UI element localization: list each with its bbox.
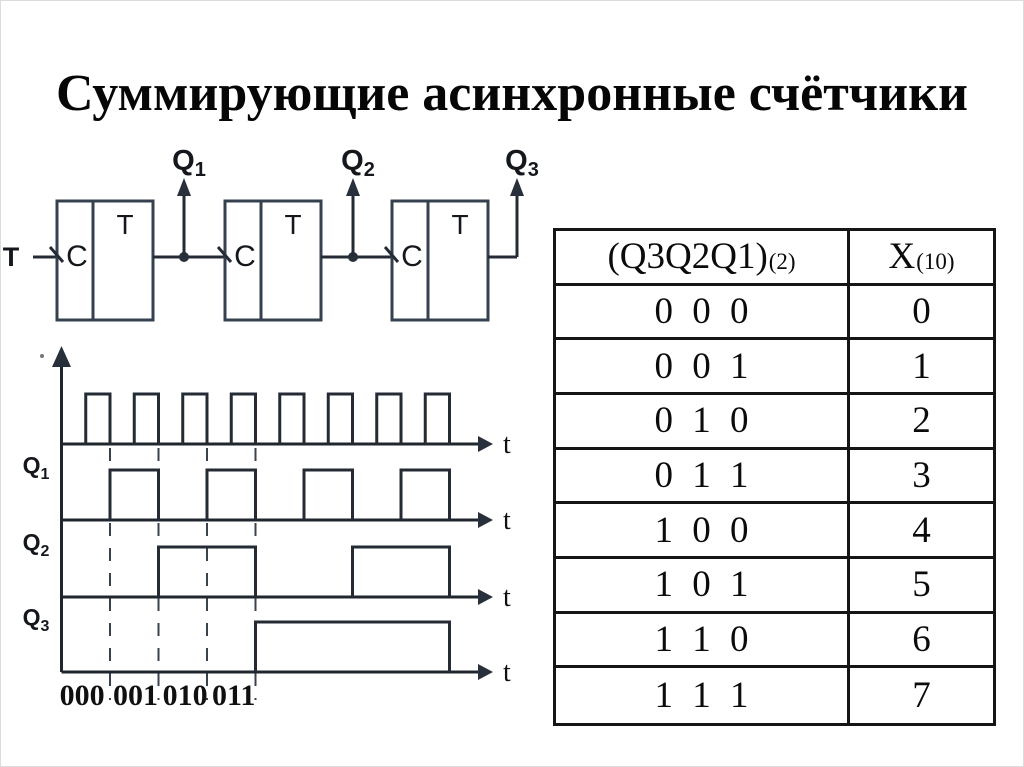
count-label: 001 [113,679,158,712]
arrow-up-icon [177,178,191,196]
arrow-up-icon [510,178,524,196]
table-cell-decimal: 4 [850,504,993,559]
clock-input-label: T [3,242,20,272]
count-label: 011 [212,679,255,712]
svg-text:Q3: Q3 [505,145,539,181]
waveform-clock: t [61,392,511,460]
waveform-q3: t Q3 [23,604,511,688]
waveform-q2: t Q2 [23,529,511,613]
arrow-right-icon [478,436,493,452]
pulse [351,545,451,597]
time-axis-label: t [503,657,511,688]
pulse [278,392,306,444]
arrow-right-icon [478,512,493,528]
table-cell-decimal: 2 [850,395,993,450]
pulse [84,392,112,444]
edge-slash [383,246,400,263]
arrow-up-icon [52,346,71,367]
pulse [302,468,354,520]
flipflop-body [223,199,323,322]
guide-lines [109,448,257,700]
table-cell-binary: 1 1 1 [556,668,850,723]
flipflop-body [55,199,155,322]
arrow-right-icon [478,664,493,680]
pulse [423,392,451,444]
table-cell-binary: 0 0 1 [556,340,850,395]
flipflop-body [390,199,490,322]
flipflop-1: CT Q1 [48,145,225,322]
table-cell-binary: 1 1 0 [556,613,850,669]
svg-text:Q3: Q3 [23,604,50,635]
page-title: Суммирующие асинхронные счётчики [55,65,968,122]
table-cell-decimal: 1 [850,340,993,395]
table-cell-binary: 1 0 1 [556,559,850,614]
pulse [326,392,354,444]
clock-pin-label: C [66,240,88,273]
table-cell-binary: 1 0 0 [556,504,850,559]
time-axis-label: t [503,582,511,613]
speck-dot [40,354,44,358]
pulse [375,392,403,444]
time-axis-label: t [503,429,511,460]
table-cell-binary: 0 1 1 [556,449,850,505]
table-header-decimal: X(10) [850,231,993,286]
pulse [399,468,451,520]
type-pin-label: T [116,209,133,240]
count-label: 000 [60,679,105,712]
flipflop-3: CT Q3 [383,145,539,322]
svg-text:Q1: Q1 [172,145,206,181]
table-cell-decimal: 6 [850,614,993,669]
arrow-up-icon [346,178,360,196]
table-cell-decimal: 5 [850,559,993,614]
pulse [108,468,160,520]
arrow-right-icon [478,589,493,605]
table-cell-decimal: 0 [850,286,993,341]
table-cell-binary: 0 1 0 [556,395,850,450]
pulse [157,545,257,597]
svg-text:Q2: Q2 [341,145,375,181]
type-pin-label: T [451,209,468,240]
pulse [132,392,160,444]
svg-text:Q1: Q1 [23,452,50,483]
edge-slash [48,246,65,263]
edge-slash [216,246,233,263]
pulse [205,468,257,520]
pulse [181,392,209,444]
pulse [229,392,257,444]
waveform-q1: t Q1 [23,452,511,536]
svg-text:Q2: Q2 [23,529,50,560]
type-pin-label: T [284,209,301,240]
table-cell-binary: 0 0 0 [556,285,850,341]
clock-pin-label: C [401,240,423,273]
clock-pin-label: C [234,240,256,273]
table-header-binary: (Q3Q2Q1)(2) [556,231,850,286]
table-cell-decimal: 3 [850,450,993,505]
time-axis-label: t [503,505,511,536]
flipflop-2: CT Q2 [216,145,392,322]
pulse [254,620,451,672]
table-cell-decimal: 7 [912,675,931,717]
count-label: 010 [163,679,208,712]
